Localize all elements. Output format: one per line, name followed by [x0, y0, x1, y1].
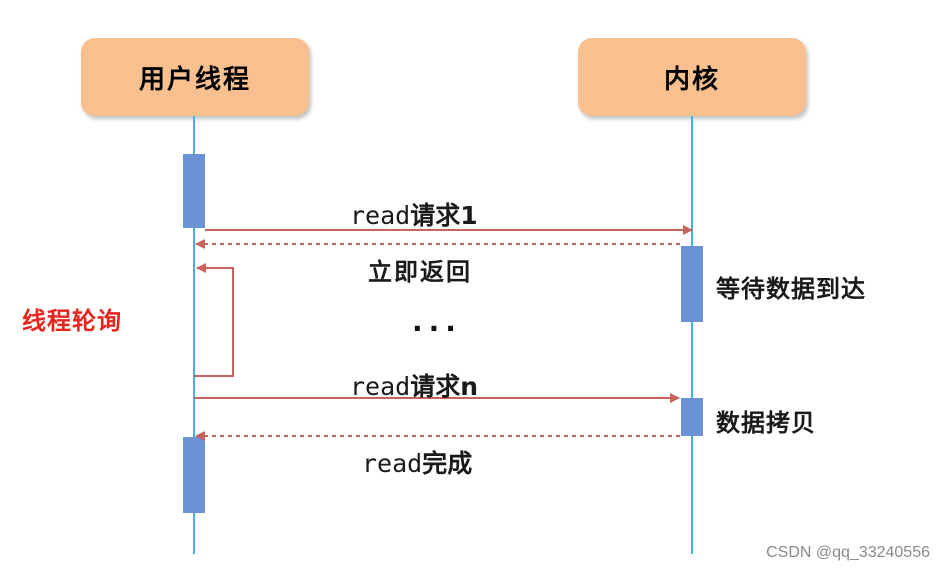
arrow-thread-polling-loop — [194, 263, 234, 377]
label-read-complete: read完成 — [362, 444, 472, 480]
activation-user-2 — [183, 437, 205, 513]
participant-kernel: 内核 — [578, 38, 806, 116]
participant-kernel-label: 内核 — [663, 64, 720, 95]
annotation-data-copy: 数据拷贝 — [716, 409, 816, 437]
label-read-request-n-prefix: read — [350, 372, 411, 401]
label-ellipsis: ... — [412, 305, 462, 338]
label-read-request-n-suffix: 请求n — [410, 372, 479, 401]
label-read-request-1: read请求1 — [350, 196, 478, 232]
label-read-complete-suffix: 完成 — [422, 449, 473, 478]
annotation-wait-for-data: 等待数据到达 — [716, 275, 866, 303]
activation-user-1 — [183, 154, 205, 228]
lifeline-kernel — [691, 116, 693, 554]
label-immediate-return: 立即返回 — [368, 258, 472, 286]
label-read-request-n: read请求n — [350, 367, 478, 403]
label-read-request-1-suffix: 请求1 — [410, 201, 478, 230]
activation-kernel-wait — [681, 246, 703, 322]
activation-kernel-copy — [681, 398, 703, 436]
lifeline-user-thread — [193, 116, 195, 554]
participant-user-thread-label: 用户线程 — [138, 64, 251, 95]
annotation-thread-polling: 线程轮询 — [22, 307, 122, 335]
watermark: CSDN @qq_33240556 — [766, 544, 930, 561]
label-read-request-1-prefix: read — [350, 201, 411, 230]
participant-user-thread: 用户线程 — [81, 38, 309, 116]
label-read-complete-prefix: read — [362, 449, 423, 478]
